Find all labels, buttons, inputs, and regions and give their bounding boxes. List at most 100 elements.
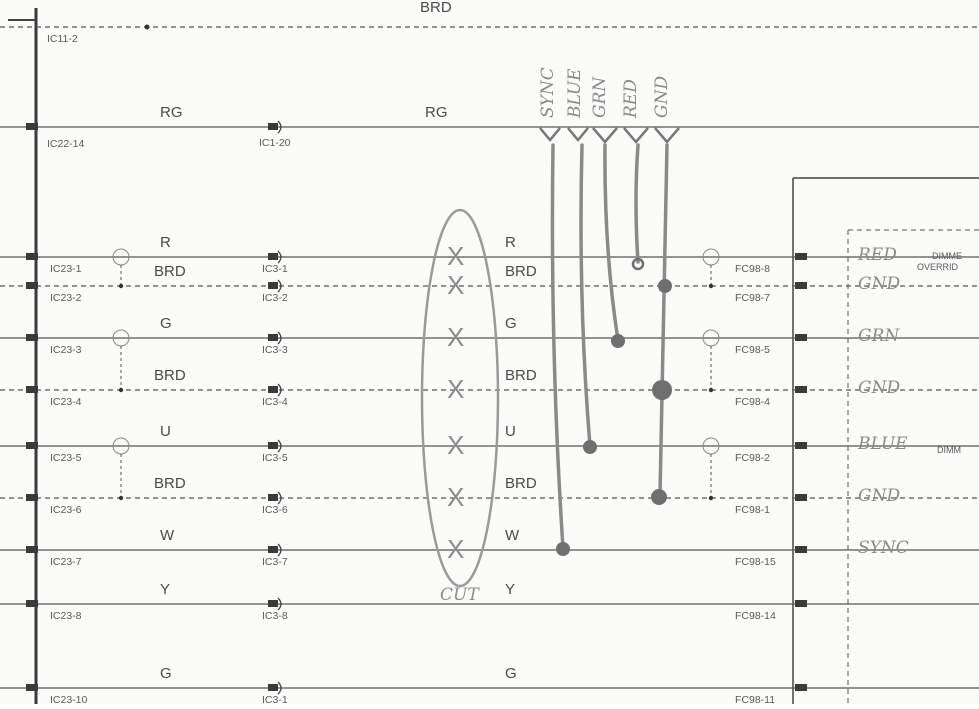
rg-wire-label-1: RG [160,104,183,121]
wire-label-left: G [160,665,172,682]
rg-wire-label-2: RG [425,104,448,121]
gnd-wire [658,143,669,497]
left-pin [26,334,38,341]
right-connector-label: FC98-2 [735,452,770,464]
wire-label-right: Y [505,581,515,598]
mid-bracket [277,331,282,345]
blue-join [583,440,597,454]
top-brd-label: BRD [420,0,452,16]
splice-1 [539,127,561,142]
dimmer-label: DIMM [937,445,961,455]
blue-wire [579,143,592,448]
dimmer-override-label-2: OVERRID [917,262,959,272]
sync-join [556,542,570,556]
mid-bracket [277,681,282,695]
rg-mid-bracket [277,120,282,134]
mid-bracket [277,597,282,611]
mid-connector-label: IC3-1 [262,263,288,275]
left-connector-label: IC23-10 [50,694,88,704]
left-pin [26,386,38,393]
top-connector-label: IC11-2 [47,33,78,45]
left-pin [26,282,38,289]
grn-join [611,334,625,348]
left-connector-label: IC23-2 [50,292,82,304]
right-pin [795,546,807,553]
gnd-join-1 [658,279,672,293]
left-connector-label: IC23-1 [50,263,82,275]
cut-mark: X [447,322,464,352]
red-wire [634,143,640,264]
mid-bracket [277,279,282,293]
wire-label-right: BRD [505,367,537,384]
wire-label-left: G [160,315,172,332]
left-connector-label: IC23-5 [50,452,82,464]
mid-bracket [277,491,282,505]
mid-pin [268,600,278,607]
wire-label-left: U [160,423,171,440]
cut-mark: X [447,270,464,300]
cut-mark: X [447,241,464,271]
top-brd-junction [144,24,150,30]
mid-pin [268,546,278,553]
right-pin [795,494,807,501]
mid-pin [268,253,278,260]
pair-junction [118,495,124,501]
hand-drawn-wires [550,143,669,550]
mid-connector-label: IC3-8 [262,610,288,622]
hand-label: GND [858,378,900,398]
left-connector-label: IC23-4 [50,396,82,408]
hand-label: GRN [858,326,900,346]
right-connector-label: FC98-1 [735,504,770,516]
mid-connector-label: IC3-2 [262,292,288,304]
gnd-join-3 [651,489,667,505]
hand-label: RED [857,245,897,265]
right-connector-label: FC98-11 [735,694,775,704]
rg-left-connector: IC22-14 [47,138,85,150]
wire-label-left: W [160,527,175,544]
cut-circle [420,208,500,588]
wire-label-right: BRD [505,475,537,492]
mid-bracket [277,439,282,453]
mid-pin [268,282,278,289]
left-connector-label: IC23-3 [50,344,82,356]
left-pin [26,684,38,691]
right-pin [795,386,807,393]
left-connector-label: IC23-7 [50,556,82,568]
right-connector-label: FC98-8 [735,263,770,275]
wire-label-right: BRD [505,263,537,280]
right-pin [795,253,807,260]
wire-label-right: G [505,665,517,682]
mid-connector-label: IC3-4 [262,396,288,408]
wire-label-left: R [160,234,171,251]
pair-junction [118,283,124,289]
wire-label-right: U [505,423,516,440]
left-pin [26,494,38,501]
wire-label-left: BRD [154,263,186,280]
mid-pin [268,386,278,393]
right-pin [795,684,807,691]
pair-junction [708,283,714,289]
mid-connector-label: IC3-7 [262,556,288,568]
right-connector-label: FC98-14 [735,610,776,622]
grn-wire [603,143,620,342]
right-connector-label: FC98-15 [735,556,776,568]
sync-wire [550,143,565,550]
mid-bracket [277,383,282,397]
mid-pin [268,334,278,341]
vertical-label: GND [652,76,672,118]
wire-label-left: BRD [154,475,186,492]
hand-label: GND [858,486,900,506]
cut-label: CUT [440,585,480,605]
splice-3 [592,127,618,144]
mid-bracket [277,250,282,264]
right-connector-label: FC98-4 [735,396,770,408]
mid-connector-label: IC3-3 [262,344,288,356]
splice-4 [623,127,649,144]
right-connector-label: FC98-5 [735,344,770,356]
left-pin [26,253,38,260]
splice-2 [567,127,589,142]
cut-mark: X [447,534,464,564]
gnd-join-2 [652,380,672,400]
